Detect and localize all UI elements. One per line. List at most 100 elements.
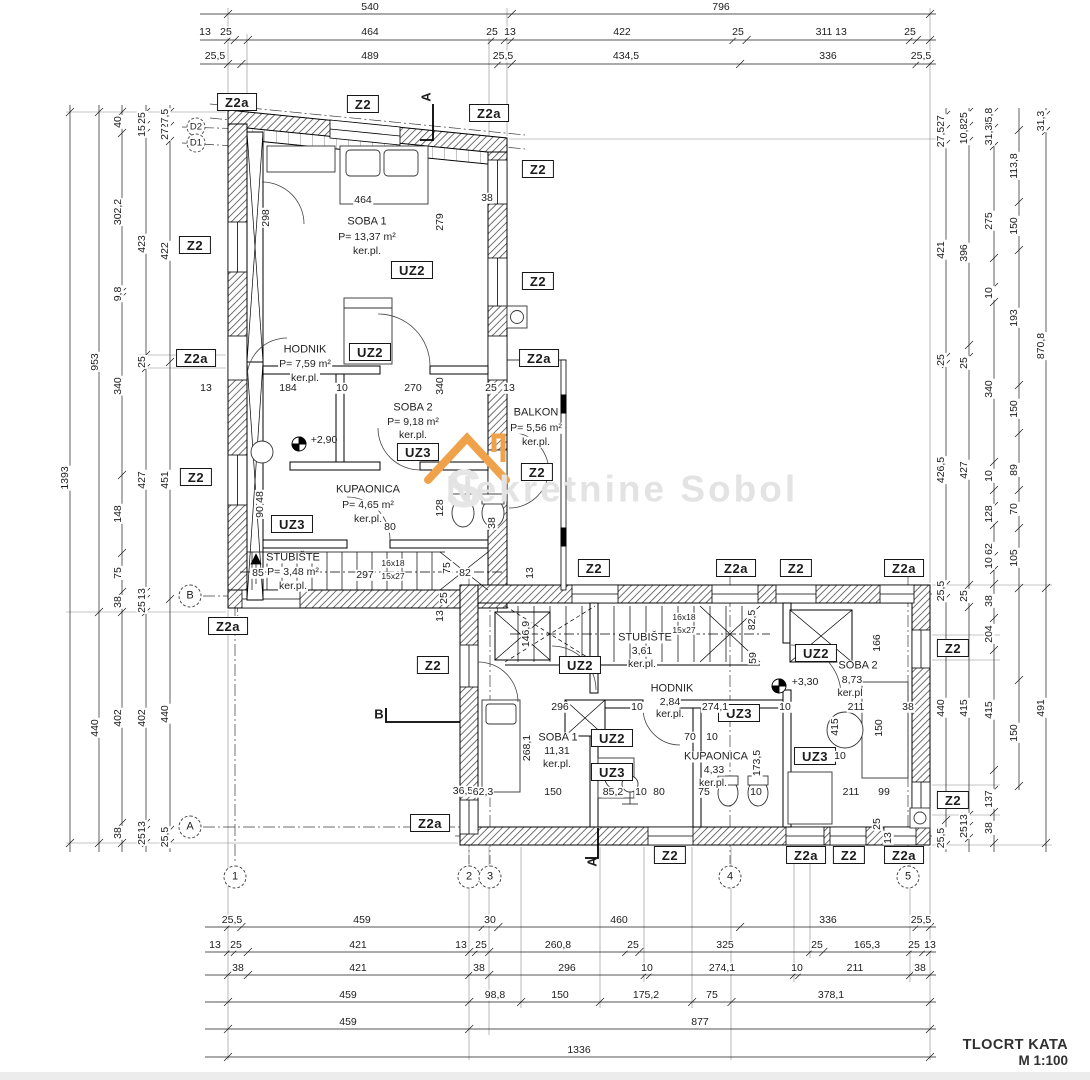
room-name: SOBA 2 xyxy=(837,659,879,672)
dim: 422 xyxy=(158,241,171,261)
dim: 38 xyxy=(982,821,995,835)
dim: 38 xyxy=(480,191,494,204)
dim: 48 xyxy=(253,490,266,504)
dim: 540 xyxy=(360,0,380,13)
dim: 302,2 xyxy=(111,197,124,227)
tag-uz3: UZ3 xyxy=(270,515,314,533)
dim: 98,8 xyxy=(483,988,507,1001)
dim: 311 xyxy=(814,25,834,38)
dim: 150 xyxy=(543,785,563,798)
room-finish: ker.pl. xyxy=(697,776,729,789)
dim: 30 xyxy=(483,913,497,926)
dim: 25 xyxy=(135,832,148,846)
dim: 38 xyxy=(901,700,915,713)
dim: 440 xyxy=(158,704,171,724)
dim: 184 xyxy=(278,381,298,394)
dim: 10 xyxy=(705,730,719,743)
room-area: 4,33 xyxy=(702,763,726,776)
dim: 113,8 xyxy=(1007,152,1020,180)
dim: 211 xyxy=(841,785,861,798)
dim: 25 xyxy=(437,591,450,605)
dim: 460 xyxy=(609,913,629,926)
room-name: STUBIŠTE xyxy=(265,551,321,564)
stair-note: 16x18 xyxy=(380,557,406,568)
dim: 25,5 xyxy=(491,49,515,62)
tag-uz2: UZ2 xyxy=(348,343,392,361)
dim: 75 xyxy=(440,561,453,575)
grid-bubble-a: A xyxy=(178,815,202,839)
tag-z2: Z2 xyxy=(521,272,555,290)
dim: 13 xyxy=(454,938,468,951)
dim: 62 xyxy=(982,542,995,556)
dim: 9,8 xyxy=(111,285,124,303)
dim: 193 xyxy=(1007,308,1020,328)
dim: 148 xyxy=(111,504,124,524)
dim: 25,5 xyxy=(158,825,171,849)
dim: 150 xyxy=(550,988,570,1001)
dim: 296 xyxy=(557,961,577,974)
room-area: 2,84 xyxy=(658,695,682,708)
dim: 427 xyxy=(135,470,148,490)
dim: 25,5 xyxy=(934,826,947,850)
dim: 489 xyxy=(360,49,380,62)
dim: 13 xyxy=(502,381,516,394)
dim: 459 xyxy=(338,1015,358,1028)
dim: 25 xyxy=(219,25,233,38)
level-mark: +2,90 xyxy=(310,433,338,446)
dim: 10 xyxy=(749,785,763,798)
dim: 75 xyxy=(705,988,719,1001)
section-marker-a: A xyxy=(584,857,600,867)
room-name: KUPAONICA xyxy=(335,483,401,496)
tag-z2: Z2 xyxy=(779,559,813,577)
dim: 10,8 xyxy=(957,122,970,146)
dim: 13 xyxy=(135,587,148,601)
dim: 415 xyxy=(957,698,970,718)
tag-z2a: Z2a xyxy=(519,349,559,367)
room-finish: ker.pl. xyxy=(397,428,429,441)
stair-note: 15x27 xyxy=(380,570,406,581)
room-finish: ker.pl. xyxy=(654,707,686,720)
room-name: HODNIK xyxy=(282,343,328,356)
dim: 25,5 xyxy=(934,579,947,603)
grid-bubble-4: 4 xyxy=(718,865,742,889)
dim: 340 xyxy=(982,379,995,399)
dim: 128 xyxy=(982,504,995,524)
dim: 90 xyxy=(253,505,266,519)
dim: 38 xyxy=(485,516,498,530)
dim: 25 xyxy=(474,938,488,951)
dim: 105 xyxy=(1007,548,1020,568)
room-area: P= 13,37 m² xyxy=(337,230,397,243)
room-name: KUPAONICA xyxy=(683,750,749,763)
room-area: P= 4,65 m² xyxy=(341,498,395,511)
dim: 99 xyxy=(877,785,891,798)
tag-z2a: Z2a xyxy=(208,617,248,635)
tag-z2a: Z2a xyxy=(217,93,257,111)
dim: 1393 xyxy=(58,465,71,491)
dim: 260,8 xyxy=(543,938,573,951)
dim: 137 xyxy=(982,789,995,809)
room-finish: ker.pl xyxy=(836,686,864,699)
room-finish: ker.pl. xyxy=(626,657,658,670)
dim: 25 xyxy=(957,356,970,370)
dim: 796 xyxy=(711,0,731,13)
dim: 25,5 xyxy=(203,49,227,62)
tag-uz3: UZ3 xyxy=(793,747,837,765)
dim: 427 xyxy=(957,460,970,480)
watermark-initial: S xyxy=(445,459,483,519)
grid-bubble-2: 2 xyxy=(457,865,481,889)
tag-z2: Z2 xyxy=(936,791,970,809)
dim: 13 xyxy=(433,609,446,623)
grid-bubble-1: 1 xyxy=(223,865,247,889)
dim: 211 xyxy=(846,700,866,713)
grid-bubble-5: 5 xyxy=(896,865,920,889)
dim: 25 xyxy=(810,938,824,951)
tag-z2: Z2 xyxy=(577,559,611,577)
dim: 423 xyxy=(135,234,148,254)
dim: 13 xyxy=(208,938,222,951)
tag-z2: Z2 xyxy=(936,639,970,657)
dim: 38 xyxy=(982,594,995,608)
dim: 275 xyxy=(982,211,995,231)
dim: 10 xyxy=(640,961,654,974)
tag-z2: Z2 xyxy=(832,846,866,864)
stair-note: 16x18 xyxy=(671,611,697,622)
